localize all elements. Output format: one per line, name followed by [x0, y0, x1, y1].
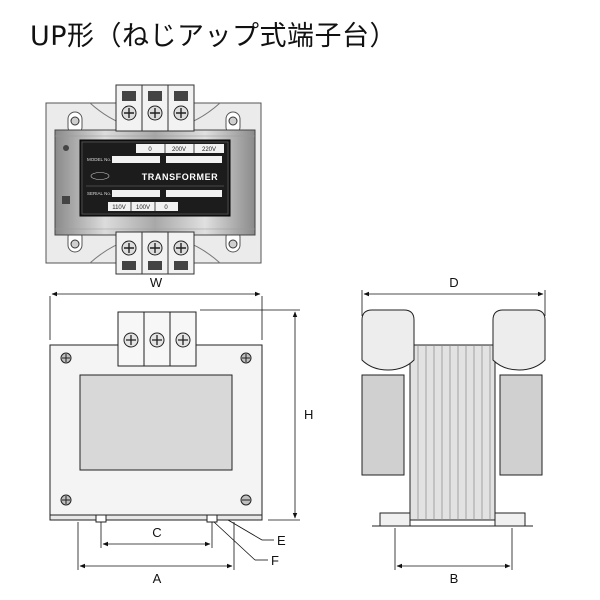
dim-label-b: B: [450, 571, 459, 586]
front-view: [49, 311, 263, 523]
dim-label-d: D: [449, 275, 458, 290]
side-coil: [409, 344, 496, 521]
front-terminal-block: [117, 311, 197, 367]
dim-label-e: E: [277, 533, 286, 548]
top-view: 0 200V 220V MODEL No. TRANSFORMER SERIAL…: [45, 84, 262, 275]
model-label: MODEL No.: [87, 157, 111, 162]
side-plate-left: [361, 374, 405, 476]
serial-label: SERIAL No.: [87, 191, 111, 196]
top-terminal-block-upper: [115, 84, 195, 132]
terminal-bottom-1: 110V: [112, 205, 126, 211]
side-foot-left: [379, 512, 411, 527]
front-core: [79, 374, 233, 471]
side-foot-right: [494, 512, 526, 527]
side-plate-right: [499, 374, 543, 476]
dim-label-w: W: [150, 275, 163, 290]
nameplate: 0 200V 220V MODEL No. TRANSFORMER SERIAL…: [79, 139, 231, 217]
top-screw-heads: [70, 116, 238, 249]
dim-label-a: A: [153, 571, 162, 586]
dim-label-h: H: [304, 407, 313, 422]
dimension-lines: [49, 290, 546, 570]
terminal-top-1: 0: [148, 147, 152, 153]
terminal-bottom-3: 0: [164, 205, 168, 211]
nameplate-title: TRANSFORMER: [142, 172, 219, 182]
top-terminal-block-lower: [115, 231, 195, 275]
front-foot: [49, 514, 263, 521]
side-terminal-left: [361, 309, 415, 371]
terminal-top-3: 220V: [202, 147, 216, 153]
side-view: [361, 309, 546, 527]
side-terminal-right: [492, 309, 546, 371]
terminal-bottom-2: 100V: [136, 205, 150, 211]
dim-label-c: C: [152, 525, 161, 540]
cert-marks: [62, 145, 70, 204]
dim-label-f: F: [271, 553, 279, 568]
page-title: UP形（ねじアップ式端子台）: [30, 21, 398, 52]
terminal-top-2: 200V: [172, 147, 186, 153]
